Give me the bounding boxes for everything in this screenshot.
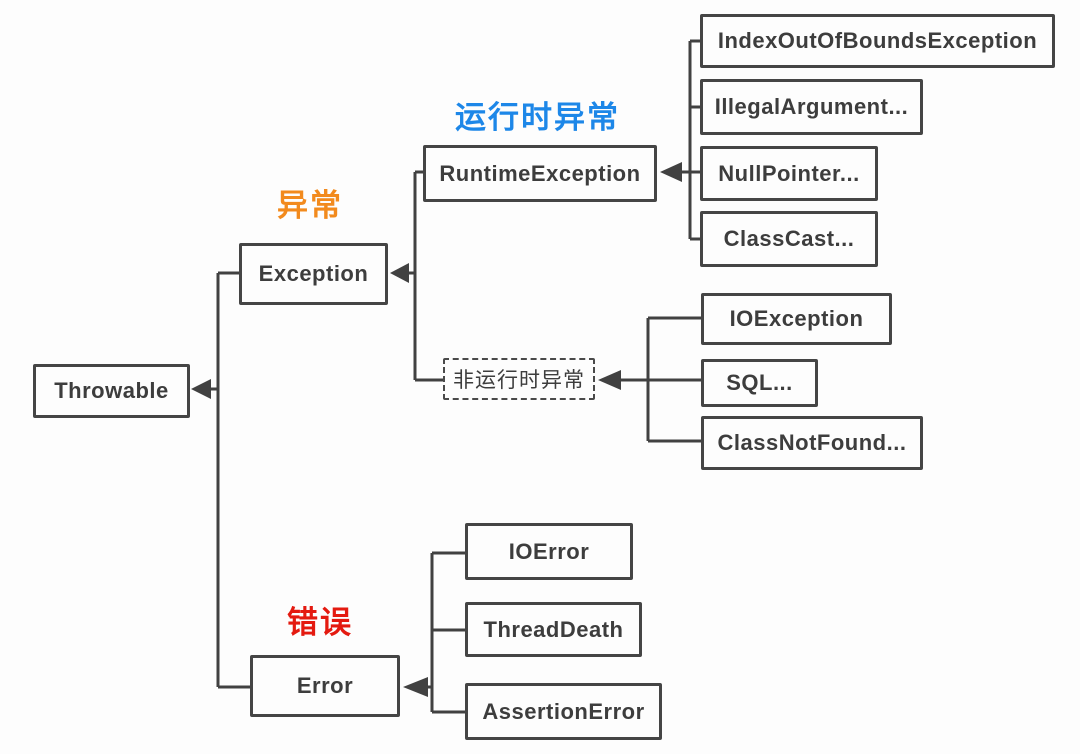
node-runtime-exception: RuntimeException — [423, 145, 657, 202]
arrowhead-into-throwable — [191, 379, 211, 399]
node-illegal-argument-exception: IllegalArgument... — [700, 79, 923, 135]
label-exception-group: 异常 — [277, 188, 343, 223]
node-class-not-found-exception: ClassNotFound... — [701, 416, 923, 470]
node-io-exception: IOException — [701, 293, 892, 345]
node-index-out-of-bounds-exception: IndexOutOfBoundsException — [700, 14, 1055, 68]
node-assertion-error: AssertionError — [465, 683, 662, 740]
arrowhead-into-exception — [390, 263, 409, 283]
node-error: Error — [250, 655, 400, 717]
node-io-error: IOError — [465, 523, 633, 580]
label-error-group: 错误 — [287, 605, 353, 640]
node-sql-exception: SQL... — [701, 359, 818, 407]
node-null-pointer-exception: NullPointer... — [700, 146, 878, 201]
node-non-runtime-exception: 非运行时异常 — [443, 358, 595, 400]
node-class-cast-exception: ClassCast... — [700, 211, 878, 267]
arrowhead-into-runtime-exception — [660, 162, 682, 182]
arrowhead-into-non-runtime — [598, 370, 621, 390]
arrowhead-into-error — [403, 677, 428, 697]
label-runtime-group: 运行时异常 — [455, 100, 620, 135]
node-exception: Exception — [239, 243, 388, 305]
node-thread-death: ThreadDeath — [465, 602, 642, 657]
node-throwable: Throwable — [33, 364, 190, 418]
